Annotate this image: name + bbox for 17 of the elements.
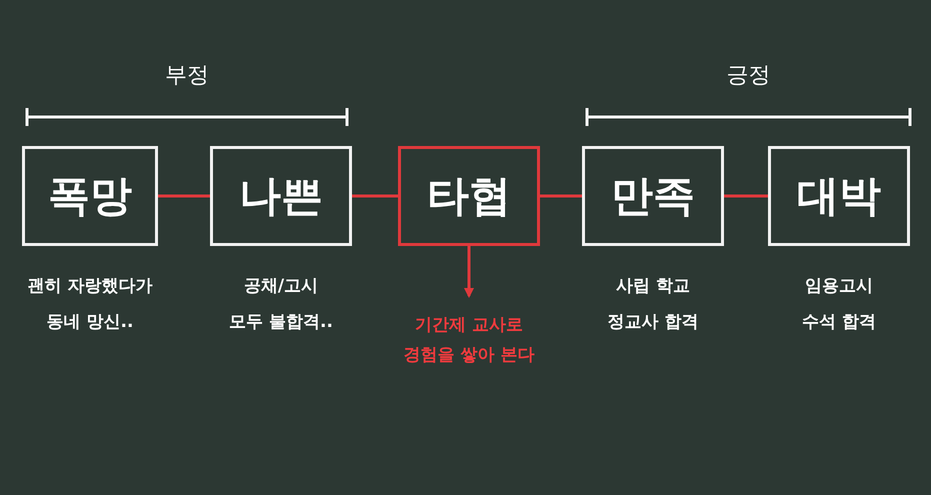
- stage-box: 대박: [768, 146, 910, 246]
- arrow: [464, 246, 474, 298]
- connector-line: [724, 194, 768, 198]
- caption-text: 공채/고시 모두 불합격..: [229, 275, 333, 334]
- stage-box: 만족: [582, 146, 724, 246]
- note-text: 기간제 교사로 경험을 쌓아 본다: [389, 310, 549, 370]
- group-label: 긍정: [726, 62, 772, 90]
- caption-text: 괜히 자랑했다가 동네 망신..: [26, 275, 154, 334]
- caption-text: 임용고시 수석 합격: [801, 275, 877, 334]
- caption-text: 사립 학교 정교사 합격: [606, 275, 700, 334]
- stage-box: 타협: [398, 146, 540, 246]
- group-label: 부정: [164, 62, 210, 90]
- connector-line: [540, 194, 582, 198]
- stage-box: 나쁜: [210, 146, 352, 246]
- connector-line: [158, 194, 210, 198]
- connector-line: [352, 194, 398, 198]
- stage-box: 폭망: [22, 146, 158, 246]
